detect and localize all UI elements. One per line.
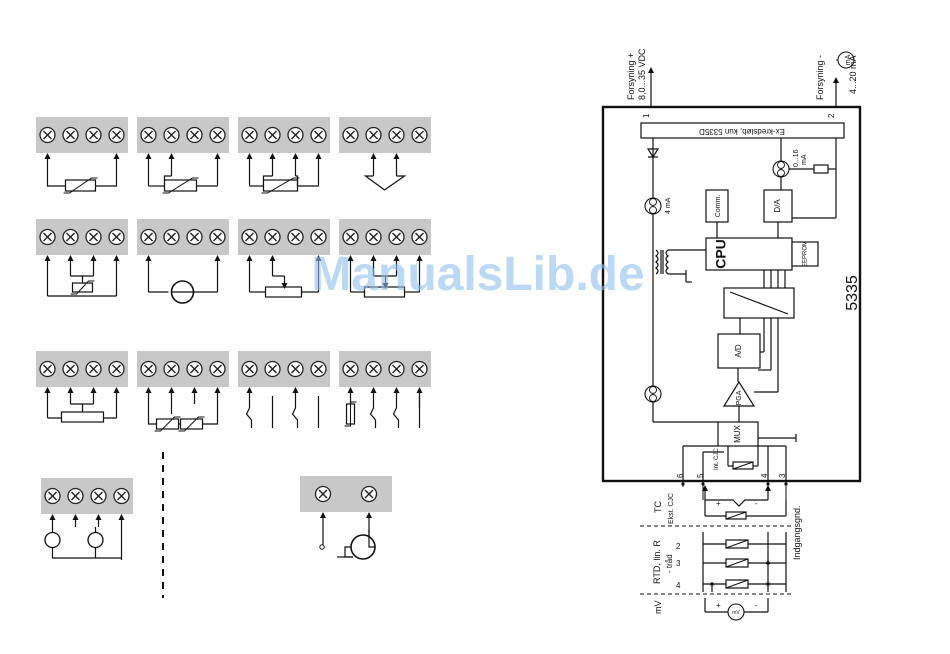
tc-label: TC (653, 501, 663, 513)
terminal-5-label: 5 (696, 473, 705, 478)
current-source-4ma-icon (645, 198, 661, 214)
input-ground-label: Indgangsgnd. (792, 505, 802, 560)
mux-label: MUX (733, 424, 742, 442)
current-range-label: 0...16 (793, 149, 800, 167)
rtd-2-wire: 2 (676, 542, 681, 551)
current-source-icon (45, 533, 60, 548)
terminal-3-label: 3 (778, 473, 787, 478)
mv-label: mV (653, 601, 663, 615)
panel-differential-rtd (137, 351, 229, 431)
panel-4wire-rtd (238, 117, 330, 193)
current-source-icon (645, 386, 661, 402)
model-number: 5335 (844, 275, 861, 311)
current-unit-label: mA (801, 154, 808, 165)
supply-plus-range: 8,0...35 VDC (637, 48, 647, 100)
thermocouple-junction (705, 500, 768, 506)
comm-label: Comm. (715, 195, 722, 218)
potentiometer (266, 287, 302, 297)
panel-thermocouple (339, 117, 431, 190)
input-configurations: + - TC Ekst. CJC RTD, lin. R - tråd 2 3 … (640, 481, 802, 620)
panel-3wire-rtd (137, 117, 229, 193)
panel-2wire-rtd (36, 117, 128, 193)
mv-source-symbol: mV (732, 610, 740, 616)
panel-tc-with-rtd (339, 351, 431, 428)
supply-minus-label: Forsyning - (815, 55, 825, 100)
watermark: ManualsLib.de (311, 248, 644, 301)
current-4ma-label: 4 mA (665, 197, 672, 214)
tc-plus: + (716, 499, 721, 508)
rtd-4-wire: 4 (676, 581, 681, 590)
ext-cjc-label: Ekst. CJC (668, 493, 675, 524)
mv-plus: + (716, 601, 721, 610)
rtd-3-wire: 3 (676, 559, 681, 568)
terminal-2-label: 2 (827, 113, 836, 118)
panel-current-2terminal (300, 476, 392, 559)
tc-minus: - (755, 499, 758, 508)
mv-minus: - (755, 601, 758, 610)
panel-resistance-2wire (36, 219, 128, 296)
supply-minus-range: 4...20 mA (848, 55, 858, 94)
supply-plus-label: Forsyning + (626, 53, 636, 100)
ex-circuit-label: Ex-kredsløb, kun 5335D (699, 127, 785, 136)
ad-label: A/D (734, 344, 743, 358)
wire-label: - tråd (665, 554, 674, 573)
eeprom-label: EEPROM (803, 241, 809, 267)
shunt-resistor (814, 165, 828, 173)
current-source-icon (88, 533, 103, 548)
panel-two-thermocouples (238, 351, 330, 428)
current-source-16ma-icon (773, 161, 789, 177)
connection-examples (36, 117, 431, 560)
pga-label: PGA (736, 390, 743, 405)
int-cjc-label: Int. CJC (714, 448, 720, 470)
terminal-1-label: 1 (642, 113, 651, 118)
panel-potentiometer-sense (36, 351, 128, 422)
panel-current-input (137, 219, 229, 303)
panel-two-current-sources (41, 478, 133, 560)
terminal-4-label: 4 (760, 473, 769, 478)
potentiometer (62, 412, 104, 422)
da-label: D/A (773, 199, 782, 213)
terminal-6-label: 6 (676, 473, 685, 478)
rtd-label: RTD, lin. R (652, 540, 662, 584)
cpu-label: CPU (713, 239, 729, 269)
